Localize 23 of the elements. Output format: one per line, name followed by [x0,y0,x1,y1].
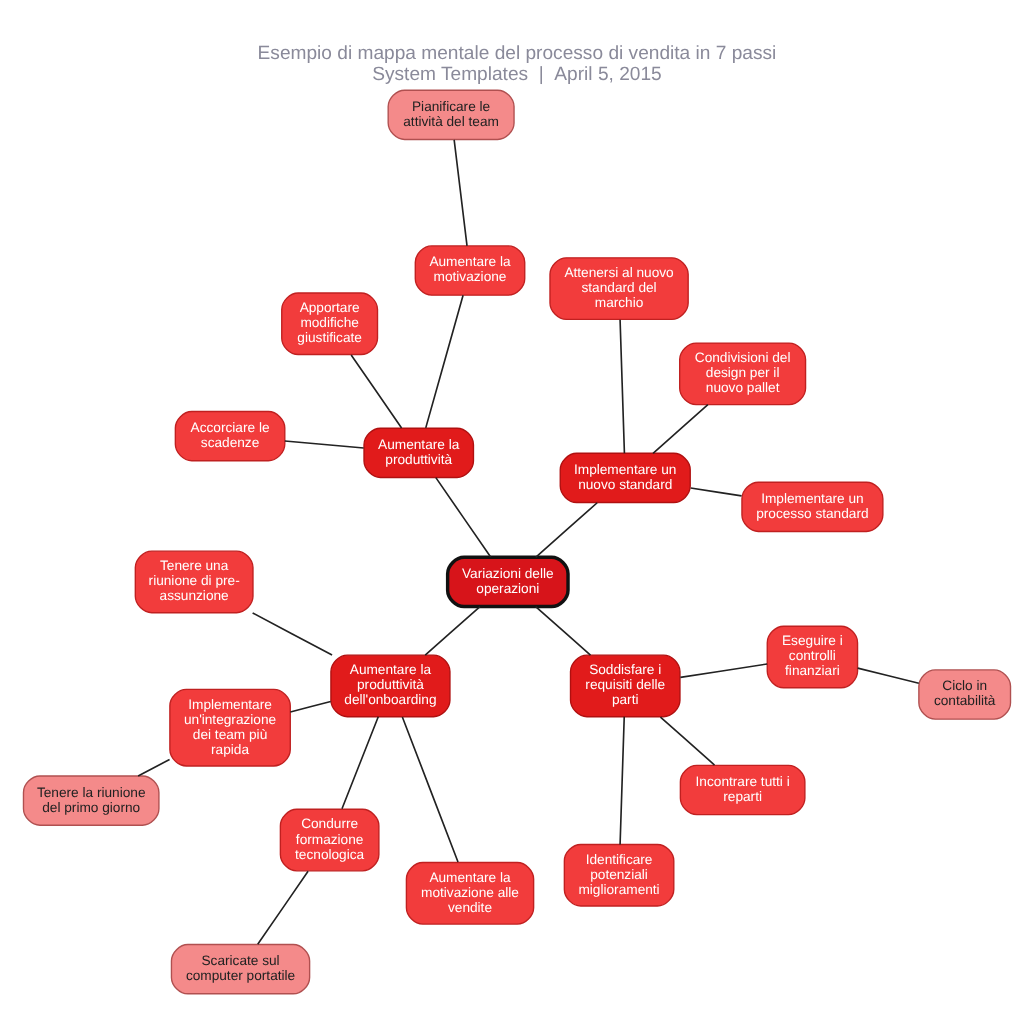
connector [434,476,491,558]
connector [136,758,170,777]
connector [400,716,458,863]
connector [855,667,919,685]
connector [283,440,364,449]
connector [618,715,625,846]
connector [340,715,379,810]
connector [452,139,467,247]
connector [423,605,480,656]
caption: System Templates | April 5, 2015 [371,63,661,86]
connector [678,663,767,679]
connector [658,716,715,766]
connector [618,318,625,454]
connector [288,700,331,713]
connector [255,870,308,946]
connector [651,403,708,455]
connector [688,487,742,497]
connector [423,294,463,429]
connector [533,605,591,656]
connector [533,501,598,559]
connector [349,354,402,429]
diagram-title: Esempio di mappa mentale del processo di vendita in 7 passi [256,43,776,65]
connector [250,612,332,656]
